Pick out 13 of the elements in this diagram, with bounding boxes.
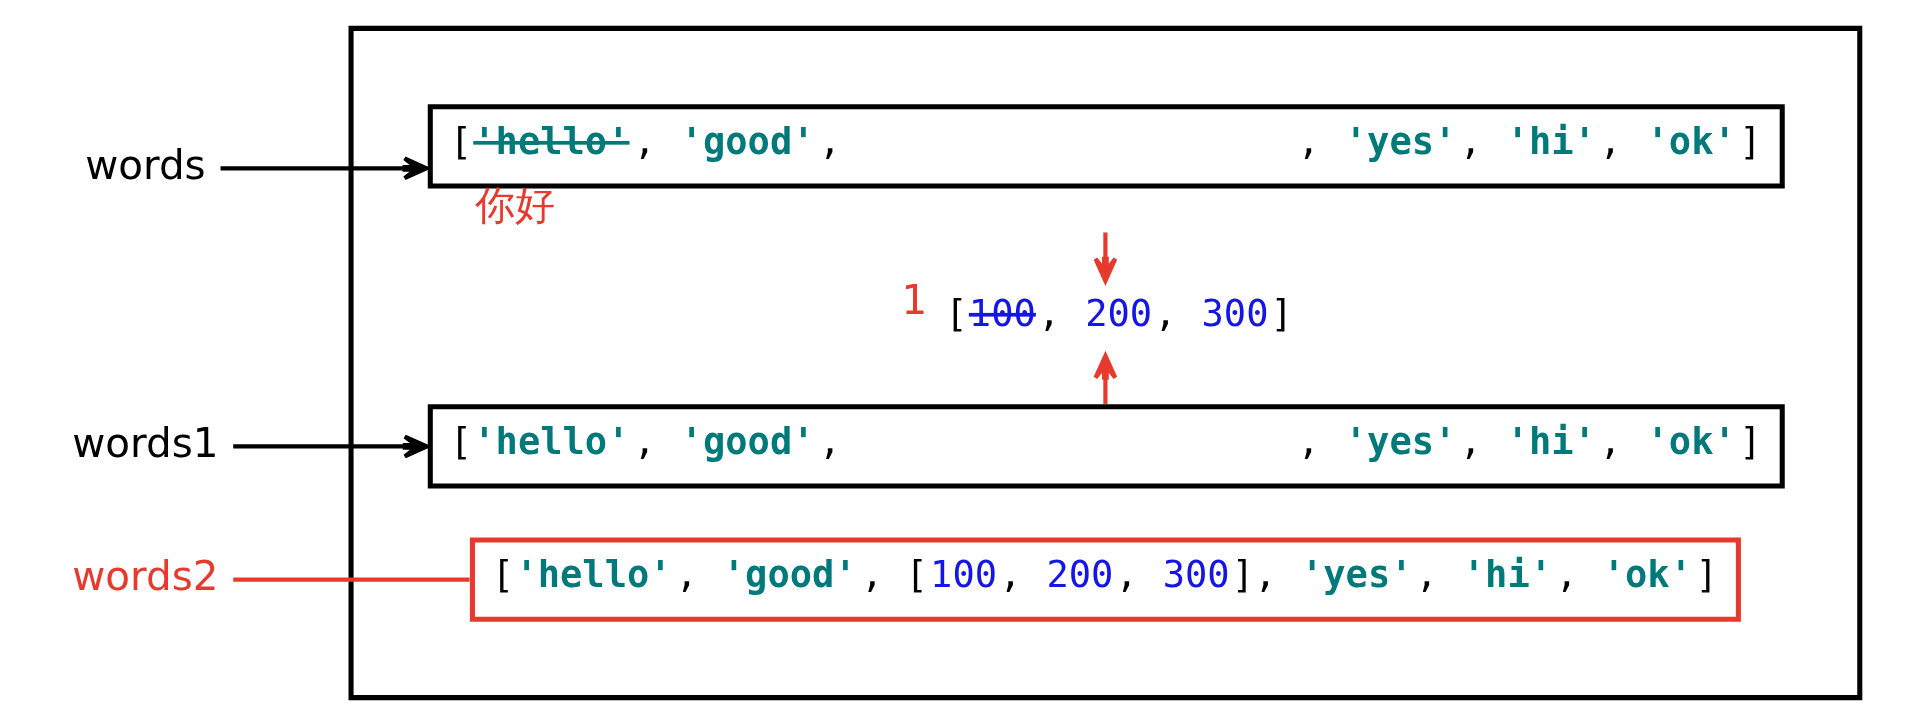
arrow (1092, 232, 1117, 283)
node-text: words2 (71, 552, 218, 601)
connector (232, 577, 470, 582)
cluster (348, 25, 1862, 701)
node-label: 1 (900, 275, 927, 324)
node-text: words (84, 140, 206, 189)
arrow (1092, 353, 1117, 404)
node-text: [100, 200, 300] (944, 292, 1293, 336)
node-box: ['hello', 'good', , 'yes', 'hi', 'ok'] (427, 404, 1785, 489)
node-box: ['hello', 'good', [100, 200, 300], 'yes', 'hi', 'ok'] (469, 537, 1741, 622)
arrow (232, 434, 429, 459)
arrow (220, 156, 429, 181)
node-text: words1 (71, 418, 218, 467)
